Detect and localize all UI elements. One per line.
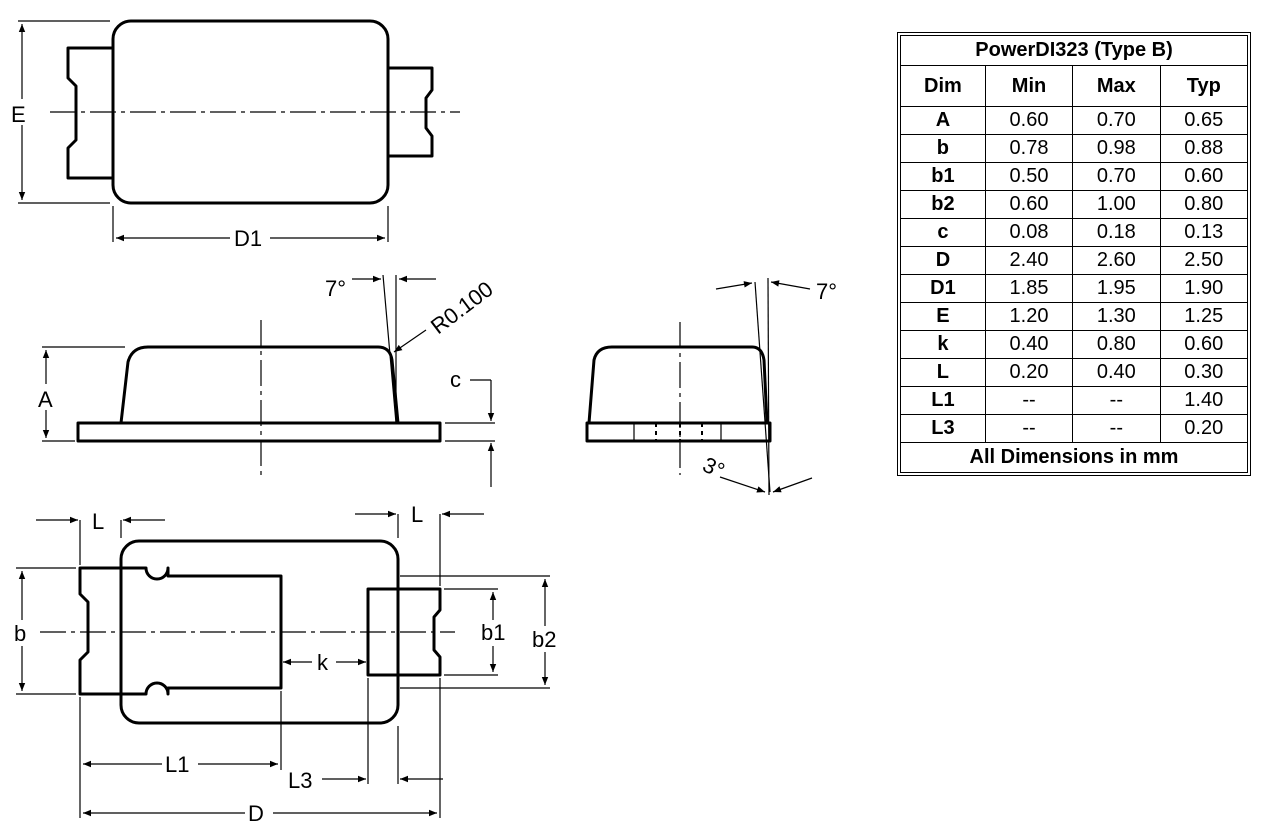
end-view: 7° 3° bbox=[585, 277, 837, 496]
cell-typ: 0.80 bbox=[1159, 190, 1249, 219]
cell-typ: 0.60 bbox=[1159, 162, 1249, 191]
cell-max: 0.18 bbox=[1072, 218, 1161, 247]
cell-max: 0.70 bbox=[1072, 162, 1161, 191]
cell-min: 2.40 bbox=[984, 246, 1074, 275]
side-view-lead-frame bbox=[76, 421, 442, 443]
header-min: Min bbox=[984, 65, 1074, 107]
cell-dim: b2 bbox=[900, 190, 986, 219]
cell-dim: b bbox=[900, 134, 986, 163]
table-row: L1----1.40 bbox=[900, 386, 1249, 415]
cell-typ: 0.60 bbox=[1159, 330, 1249, 359]
cell-dim: E bbox=[900, 302, 986, 331]
cell-dim: D1 bbox=[900, 274, 986, 303]
cell-dim: c bbox=[900, 218, 986, 247]
cell-typ: 1.90 bbox=[1159, 274, 1249, 303]
cell-dim: L3 bbox=[900, 414, 986, 443]
dim-label-L-right: L bbox=[411, 502, 423, 527]
cell-dim: b1 bbox=[900, 162, 986, 191]
cell-min: 0.50 bbox=[984, 162, 1074, 191]
dim-label-L3: L3 bbox=[288, 768, 312, 793]
cell-min: -- bbox=[984, 386, 1074, 415]
bottom-view-small-pad bbox=[366, 587, 442, 677]
bottom-view: L L b b1 b2 k L1 bbox=[10, 502, 564, 826]
top-view-right-lead bbox=[388, 66, 434, 158]
cell-dim: L bbox=[900, 358, 986, 387]
cell-min: 0.20 bbox=[984, 358, 1074, 387]
cell-min: 0.08 bbox=[984, 218, 1074, 247]
top-view: E D1 bbox=[8, 19, 460, 251]
cell-typ: 1.25 bbox=[1159, 302, 1249, 331]
dim-label-c: c bbox=[450, 367, 461, 392]
side-view: A c 7° R0.100 bbox=[34, 274, 498, 487]
cell-typ: 2.50 bbox=[1159, 246, 1249, 275]
cell-max: 2.60 bbox=[1072, 246, 1161, 275]
cell-typ: 0.65 bbox=[1159, 106, 1249, 135]
cell-min: 1.85 bbox=[984, 274, 1074, 303]
cell-max: 0.80 bbox=[1072, 330, 1161, 359]
dim-label-b1: b1 bbox=[481, 620, 505, 645]
cell-min: -- bbox=[984, 414, 1074, 443]
dim-label-angle-end-top: 7° bbox=[816, 279, 837, 304]
cell-min: 0.40 bbox=[984, 330, 1074, 359]
cell-min: 1.20 bbox=[984, 302, 1074, 331]
header-typ: Typ bbox=[1159, 65, 1249, 107]
header-max: Max bbox=[1072, 65, 1161, 107]
cell-max: 0.70 bbox=[1072, 106, 1161, 135]
table-title: PowerDI323 (Type B) bbox=[900, 35, 1248, 66]
dim-label-k: k bbox=[317, 650, 329, 675]
cell-dim: D bbox=[900, 246, 986, 275]
cell-min: 0.60 bbox=[984, 106, 1074, 135]
side-view-body bbox=[119, 345, 400, 424]
dim-label-L-left: L bbox=[92, 509, 104, 534]
top-view-left-lead bbox=[66, 46, 113, 180]
end-view-body bbox=[587, 345, 769, 424]
dim-label-L1: L1 bbox=[165, 752, 189, 777]
cell-max: -- bbox=[1072, 386, 1161, 415]
dim-label-angle-side: 7° bbox=[325, 276, 346, 301]
cell-max: 0.98 bbox=[1072, 134, 1161, 163]
cell-typ: 0.20 bbox=[1159, 414, 1249, 443]
cell-max: 1.95 bbox=[1072, 274, 1161, 303]
cell-typ: 0.88 bbox=[1159, 134, 1249, 163]
cell-dim: k bbox=[900, 330, 986, 359]
cell-max: 1.30 bbox=[1072, 302, 1161, 331]
dim-label-D: D bbox=[248, 801, 264, 826]
cell-max: 0.40 bbox=[1072, 358, 1161, 387]
dim-label-radius: R0.100 bbox=[426, 276, 498, 339]
cell-typ: 0.30 bbox=[1159, 358, 1249, 387]
cell-max: 1.00 bbox=[1072, 190, 1161, 219]
dim-label-D1: D1 bbox=[234, 226, 262, 251]
bottom-view-large-pad bbox=[78, 566, 283, 696]
cell-typ: 1.40 bbox=[1159, 386, 1249, 415]
table-row: L3----0.20 bbox=[900, 414, 1249, 443]
cell-max: -- bbox=[1072, 414, 1161, 443]
cell-dim: L1 bbox=[900, 386, 986, 415]
cell-min: 0.60 bbox=[984, 190, 1074, 219]
table-header-row: Dim Min Max Typ bbox=[900, 65, 1249, 107]
table-footer: All Dimensions in mm bbox=[900, 442, 1248, 473]
cell-dim: A bbox=[900, 106, 986, 135]
end-view-base bbox=[585, 421, 772, 443]
cell-min: 0.78 bbox=[984, 134, 1074, 163]
dim-label-b: b bbox=[14, 621, 26, 646]
header-dim: Dim bbox=[900, 65, 986, 107]
dim-label-A: A bbox=[38, 387, 53, 412]
cell-typ: 0.13 bbox=[1159, 218, 1249, 247]
dim-label-b2: b2 bbox=[532, 627, 556, 652]
dim-label-E: E bbox=[11, 102, 26, 127]
